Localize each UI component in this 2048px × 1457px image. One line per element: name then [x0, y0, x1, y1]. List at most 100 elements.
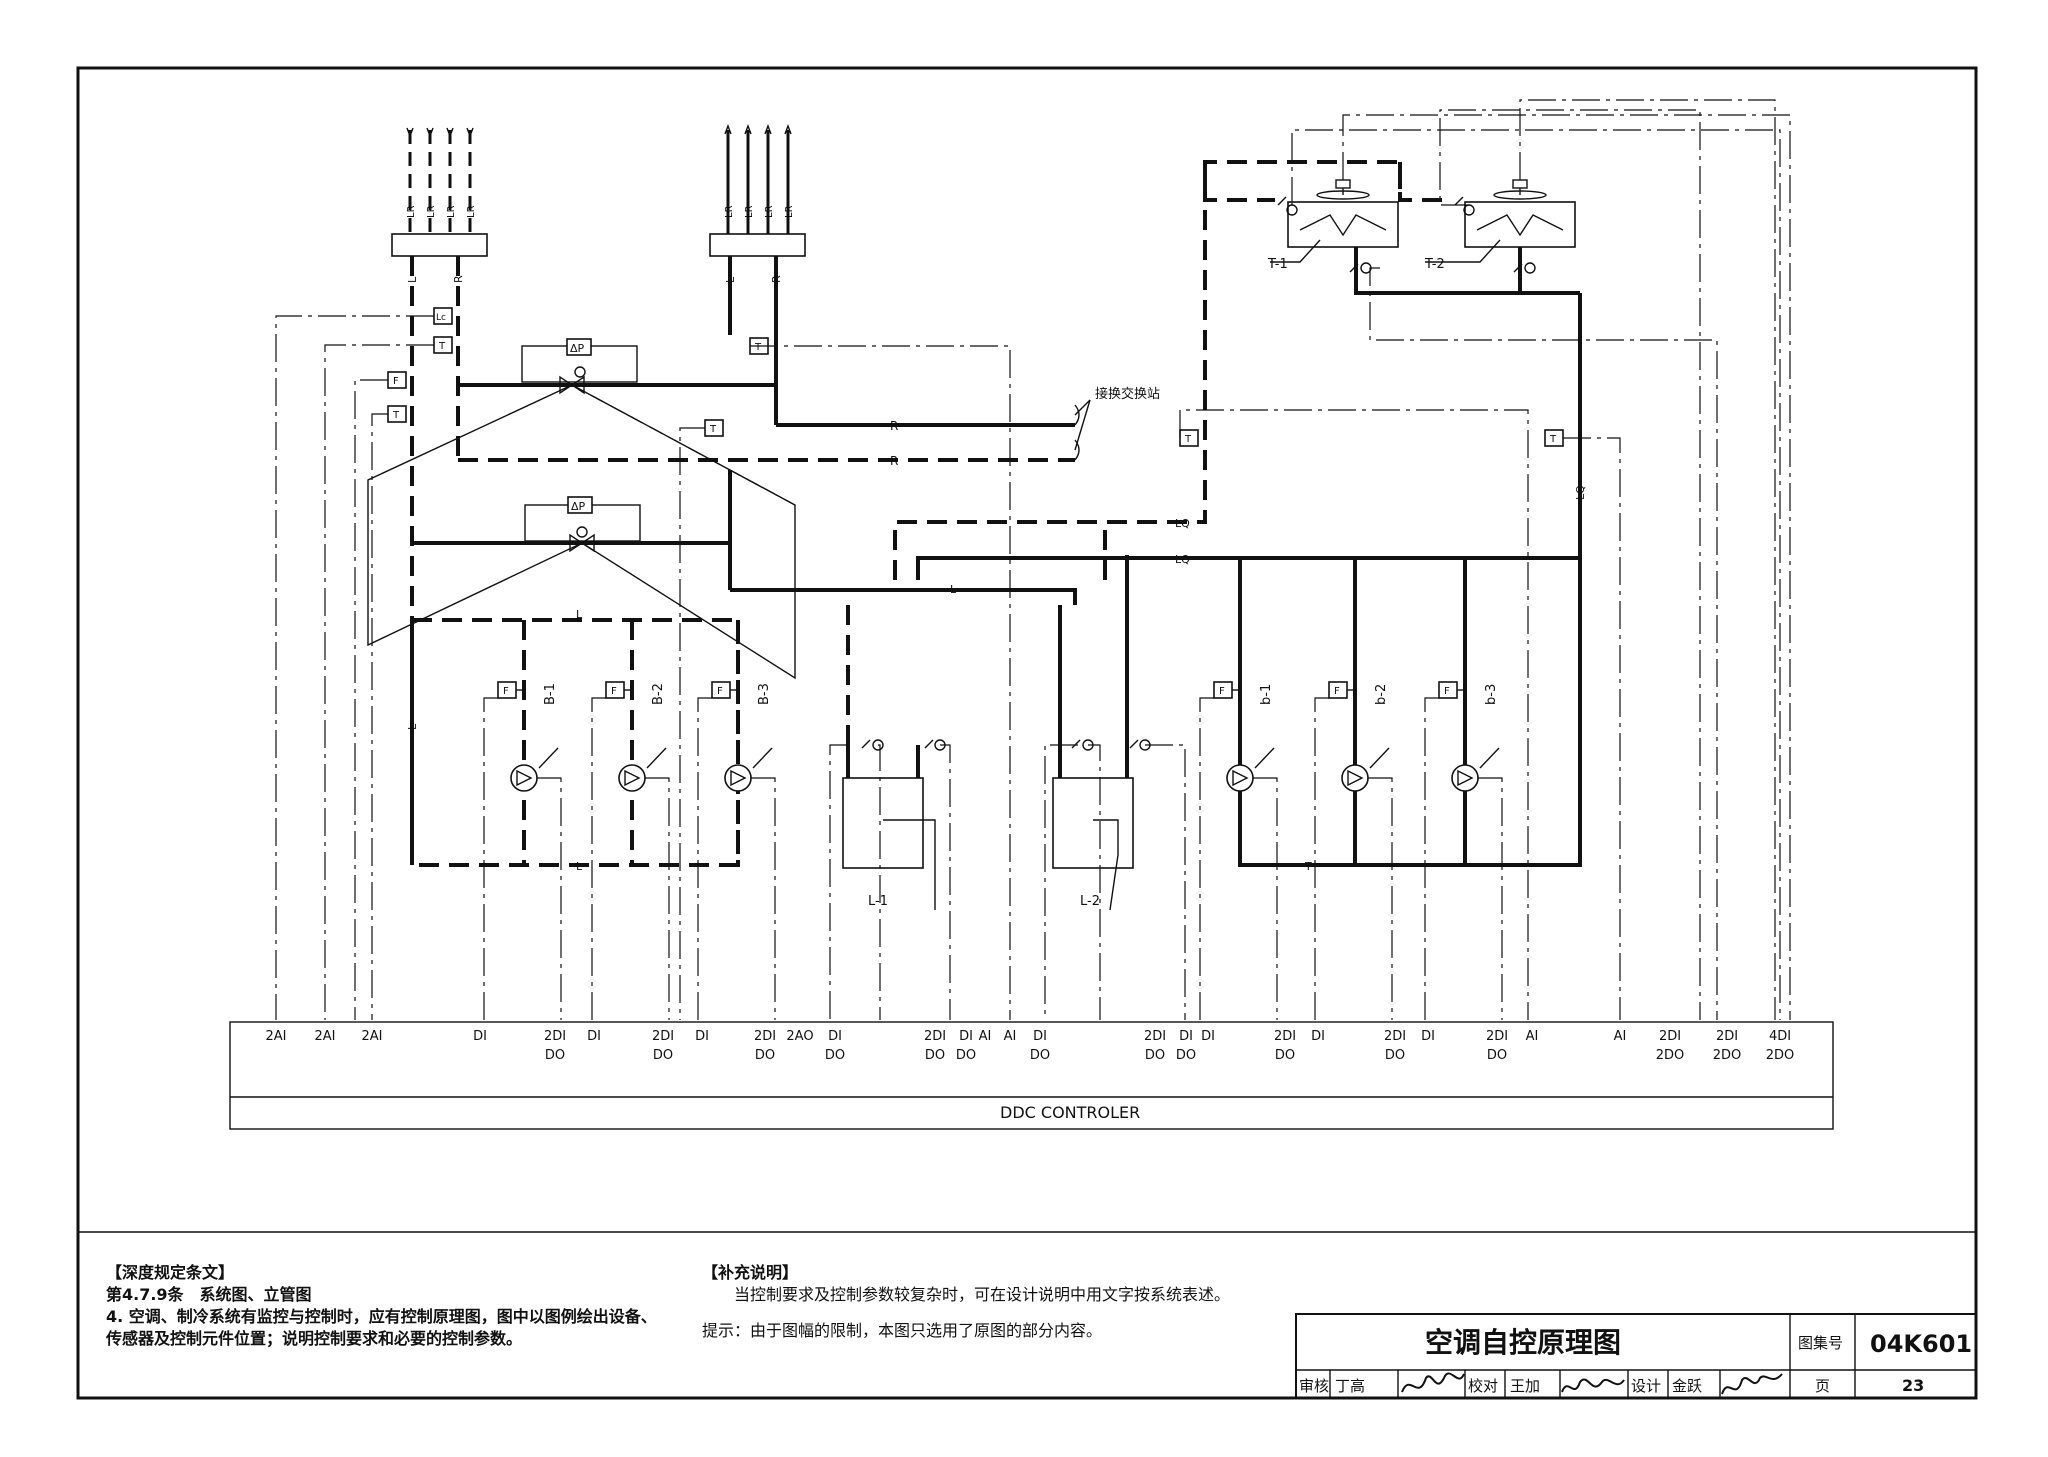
- pump-label: b-1: [1259, 684, 1274, 705]
- page-number: 23: [1902, 1376, 1924, 1395]
- ddc-point-label: 4DI: [1769, 1029, 1791, 1044]
- ddc-point-label: DI: [1201, 1029, 1215, 1044]
- up-arrow-icon: [784, 124, 792, 135]
- ddc-point-label: 2DI: [1274, 1029, 1296, 1044]
- pump-label: B-2: [651, 683, 666, 705]
- pipe-label-l-supply: L: [406, 276, 419, 283]
- svg-text:L: L: [950, 583, 957, 596]
- supply-header-box: [391, 233, 488, 257]
- return-riser-label: LR: [724, 205, 735, 218]
- ddc-controller-name: DDC CONTROLER: [1000, 1103, 1140, 1122]
- svg-text:L: L: [576, 608, 583, 621]
- pump-icon: [618, 764, 646, 792]
- ddc-point-label: DO: [1145, 1048, 1165, 1063]
- up-arrow-icon: [744, 124, 752, 135]
- supply-riser-label: LR: [406, 205, 417, 218]
- ddc-point-label: 2DI: [1384, 1029, 1406, 1044]
- svg-text:T: T: [1184, 434, 1192, 445]
- ddc-point-label: DO: [1487, 1048, 1507, 1063]
- ddc-point-label: DI: [587, 1029, 601, 1044]
- review-label: 审核: [1299, 1377, 1329, 1395]
- flow-sensor-label: F: [611, 686, 617, 697]
- ddc-point-label: DI: [1033, 1029, 1047, 1044]
- ddc-point-label: DO: [1275, 1048, 1295, 1063]
- pump-icon: [1341, 764, 1369, 792]
- svg-text:L: L: [576, 860, 583, 873]
- ddc-point-label: DO: [956, 1048, 976, 1063]
- supplement-title: 【补充说明】: [702, 1263, 799, 1282]
- page-label: 页: [1815, 1377, 1830, 1395]
- svg-text:T: T: [438, 341, 446, 352]
- ddc-point-label: DI: [959, 1029, 973, 1044]
- ddc-point-label: AI: [1004, 1029, 1017, 1044]
- pipe-label-r1: R: [890, 419, 898, 433]
- ddc-point-label: 2DI: [1144, 1029, 1166, 1044]
- ddc-point-label: AI: [979, 1029, 992, 1044]
- ddc-point-label: AI: [1526, 1029, 1539, 1044]
- diff-pressure-sensor-lower: [567, 496, 593, 514]
- pump-b-2: F B-2: [591, 620, 670, 1020]
- svg-text:L: L: [406, 723, 419, 730]
- ddc-point-label: DO: [1030, 1048, 1050, 1063]
- ddc-point-label: 2AO: [786, 1029, 813, 1044]
- chiller-l1: [842, 777, 924, 869]
- primary-pump-loop: [410, 618, 740, 867]
- ddc-point-label: 2DI: [1659, 1029, 1681, 1044]
- check-label: 校对: [1468, 1377, 1498, 1395]
- atlas-label: 图集号: [1798, 1334, 1843, 1352]
- cooling-tower-area: T-1 T-2: [1203, 162, 1580, 295]
- return-riser-label: LR: [744, 205, 755, 218]
- supplement-tip: 提示：由于图幅的限制，本图只选用了原图的部分内容。: [702, 1321, 1103, 1340]
- pipe-label-l-return: L: [724, 276, 737, 283]
- depth-notes-title: 【深度规定条文】: [106, 1263, 235, 1282]
- bypass-valve-upper: ΔP: [521, 338, 638, 395]
- return-riser-label: LR: [764, 205, 775, 218]
- ddc-point-label: DI: [1179, 1029, 1193, 1044]
- svg-text:F: F: [393, 376, 399, 387]
- ddc-point-label: 2DI: [544, 1029, 566, 1044]
- down-arrow-icon: [406, 127, 414, 138]
- title-block: [1295, 1313, 1977, 1399]
- pipe-label-r-return: R: [770, 275, 783, 283]
- ddc-point-label: DO: [825, 1048, 845, 1063]
- chiller-l1-label: L-1: [868, 894, 888, 909]
- down-arrow-icon: [426, 127, 434, 138]
- ddc-point-label: DO: [1385, 1048, 1405, 1063]
- ddc-point-label: 2DI: [1716, 1029, 1738, 1044]
- heat-exchange-station-connector: 接换交换站: [1074, 386, 1160, 461]
- drawing-title: 空调自控原理图: [1425, 1326, 1621, 1359]
- signal-lines: [275, 99, 1791, 1020]
- return-riser-label: LR: [784, 205, 795, 218]
- supply-instruments: Lc T F T T T: [387, 307, 769, 437]
- svg-text:LQ: LQ: [1175, 553, 1190, 566]
- cooling-tower-t2-label: T-2: [1424, 257, 1445, 272]
- svg-text:T: T: [709, 424, 717, 435]
- cooling-pump-loop: T: [1238, 558, 1582, 873]
- pump-label: b-3: [1484, 684, 1499, 705]
- ddc-point-label: AI: [1614, 1029, 1627, 1044]
- svg-text:ΔP: ΔP: [570, 342, 585, 355]
- supply-riser-label: LR: [466, 205, 477, 218]
- chiller-l2-label: L-2: [1080, 894, 1100, 909]
- heat-exchange-station-label: 接换交换站: [1095, 386, 1160, 402]
- flow-sensor-label: F: [1334, 686, 1340, 697]
- diff-pressure-sensor-upper: [566, 338, 592, 356]
- up-arrow-icon: [724, 124, 732, 135]
- svg-text:T: T: [1549, 434, 1557, 445]
- return-riser-group: LR LR LR LR: [709, 124, 806, 257]
- flow-sensor-label: F: [717, 686, 723, 697]
- cooling-tower-t1-label: T-1: [1267, 257, 1288, 272]
- pipe-label-r-supply: R: [452, 275, 465, 283]
- ddc-point-label: 2AI: [315, 1029, 336, 1044]
- pump-icon: [510, 764, 538, 792]
- ddc-point-label: 2AI: [362, 1029, 383, 1044]
- designer-signature: [1721, 1373, 1783, 1395]
